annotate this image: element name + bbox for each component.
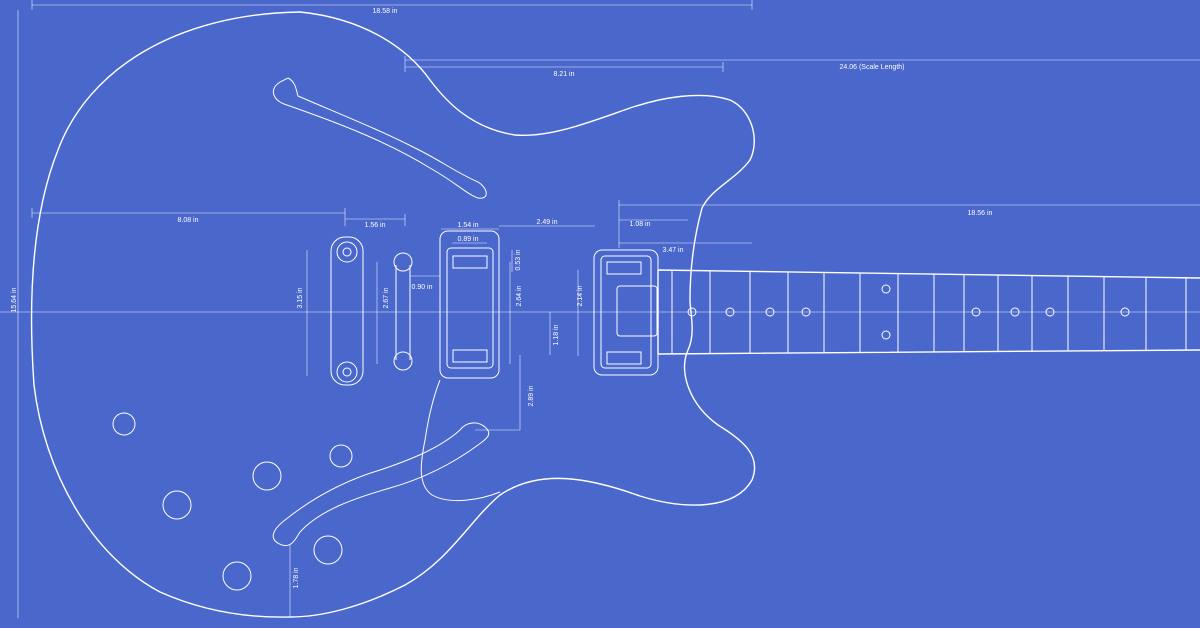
bridge-post-top (393, 252, 413, 272)
label-neck-length: 18.56 in (968, 210, 993, 217)
label-pickup-spacing: 2.49 in (536, 219, 557, 226)
tailpiece (330, 236, 364, 386)
control-knob-1 (112, 412, 136, 436)
bridge-pickup-ring (439, 230, 500, 379)
label-heel-offset: 1.08 in (629, 221, 650, 228)
neck-pickup-poles-top (606, 261, 642, 275)
label-pickup-width: 1.54 in (457, 222, 478, 229)
neck-pickup-ring (593, 249, 659, 376)
label-post-spacing: 2.67 in (383, 287, 390, 308)
guitar-body-outline (30, 11, 756, 618)
label-width: 15.64 in (11, 287, 18, 312)
fret-marker-double-1 (881, 284, 891, 294)
control-knob-3 (162, 490, 192, 520)
label-tailpiece-offset: 8.08 in (177, 217, 198, 224)
label-tailpiece-height: 3.15 in (297, 287, 304, 308)
label-scale-length: 24.06 (Scale Length) (840, 64, 905, 71)
neck-heel-block (616, 285, 658, 337)
label-cover-width: 0.89 in (457, 236, 478, 243)
tailpiece-stud-bottom-inner (342, 367, 352, 377)
label-control-offset: 2.89 in (528, 385, 535, 406)
control-knob-5 (313, 535, 343, 565)
label-body-length: 18.58 in (373, 8, 398, 15)
label-pickup-gap: 1.18 in (553, 324, 560, 345)
label-pickup-height: 2.64 in (516, 285, 523, 306)
tailpiece-stud-bottom (336, 361, 358, 383)
label-neck-heel: 3.47 in (662, 247, 683, 254)
label-neck-pickup-height: 2.14 in (577, 285, 584, 306)
tailpiece-stud-top (336, 241, 358, 263)
label-bridge-neck: 8.21 in (553, 71, 574, 78)
lower-f-hole (272, 422, 490, 547)
frets (671, 270, 1187, 354)
label-tail-bridge: 1.56 in (364, 222, 385, 229)
upper-f-hole (272, 77, 487, 199)
tailpiece-stud-top-inner (342, 247, 352, 257)
neck-pickup-poles-bottom (606, 351, 642, 365)
control-knob-4 (329, 444, 353, 468)
control-knob-6 (222, 561, 252, 591)
bridge-pickup-poles-bottom (452, 349, 488, 363)
label-jack-offset: 1.78 in (293, 567, 300, 588)
label-bridge-offset: 0.90 in (411, 284, 432, 291)
bridge-pickup-poles-top (452, 255, 488, 269)
control-knob-2 (252, 461, 282, 491)
fret-marker-double-2 (881, 330, 891, 340)
bridge-post-bottom (393, 351, 413, 371)
center-block (420, 379, 501, 501)
bridge-pickup (446, 247, 494, 369)
label-pole-height: 0.53 in (515, 249, 522, 270)
